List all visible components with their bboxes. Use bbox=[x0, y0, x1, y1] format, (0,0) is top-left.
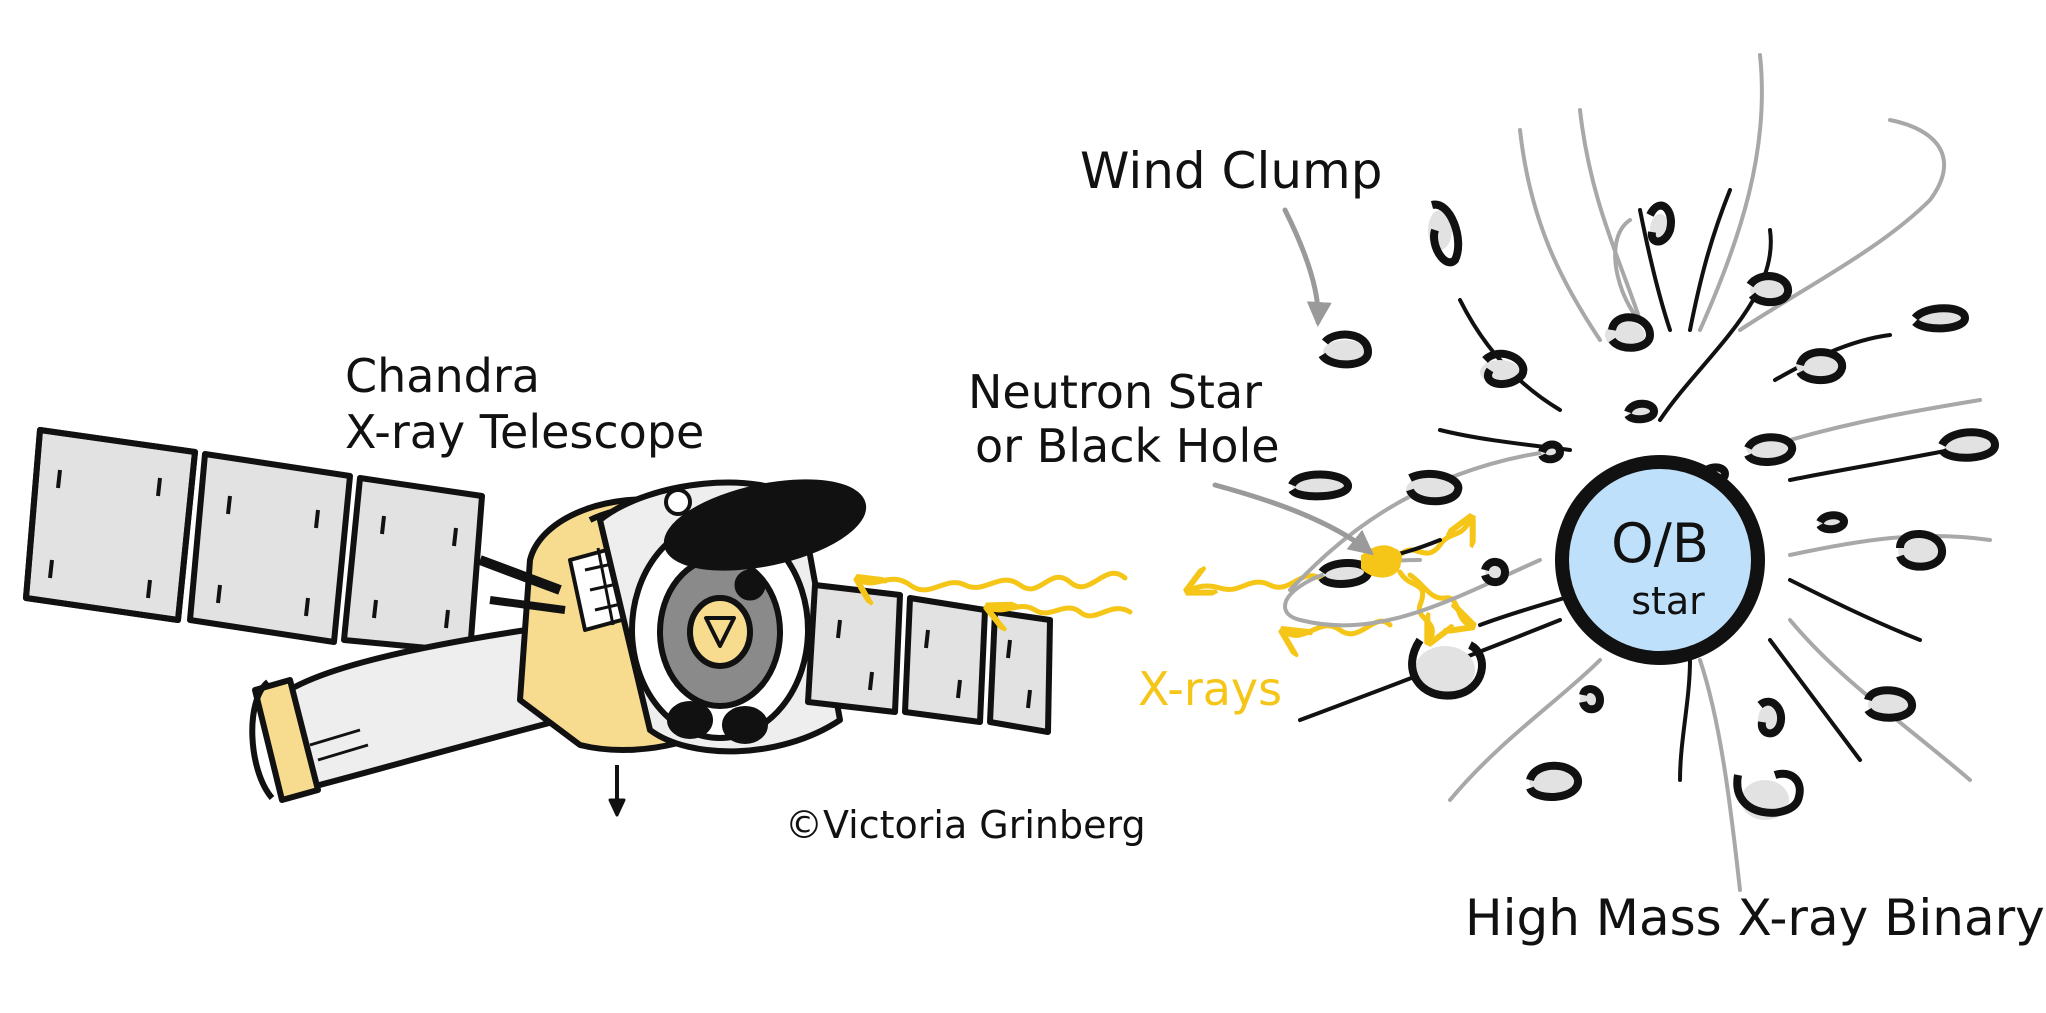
wind-clump bbox=[1579, 685, 1605, 714]
wind-clump bbox=[1480, 349, 1528, 389]
wind-clump bbox=[1526, 761, 1582, 802]
telescope-label-line1: Chandra bbox=[345, 349, 540, 403]
ob-star: O/B star bbox=[1555, 455, 1765, 665]
compact-object-arrow bbox=[1212, 482, 1374, 556]
left-solar-array bbox=[23, 427, 485, 655]
compact-object-label-line1: Neutron Star bbox=[968, 365, 1262, 419]
wind-clump bbox=[1538, 440, 1565, 464]
xray-wave-3 bbox=[990, 606, 1133, 615]
wind-clump bbox=[1428, 200, 1463, 267]
wind-clump bbox=[1646, 201, 1675, 246]
compact-object-label-line2: or Black Hole bbox=[975, 419, 1280, 473]
xray-wave-6 bbox=[1397, 569, 1432, 640]
wind-clump bbox=[1408, 637, 1486, 700]
chandra-telescope bbox=[23, 427, 1053, 817]
wind-clump bbox=[1624, 399, 1658, 424]
wind-clump bbox=[1733, 769, 1804, 820]
system-label: High Mass X-ray Binary bbox=[1465, 889, 2045, 947]
telescope-label-line2: X-ray Telescope bbox=[345, 405, 704, 459]
wind-clump bbox=[1938, 428, 2000, 462]
wind-clump bbox=[1605, 313, 1655, 352]
telescope-tube bbox=[249, 622, 603, 803]
wind-clump bbox=[1896, 530, 1946, 571]
right-solar-array bbox=[805, 582, 1053, 735]
wind-clump bbox=[1746, 272, 1792, 307]
labels: Chandra X-ray Telescope Wind Clump Neutr… bbox=[345, 142, 2045, 947]
wind-clump bbox=[1744, 433, 1796, 466]
wind-clump bbox=[1481, 558, 1510, 587]
wind-clump-label: Wind Clump bbox=[1080, 142, 1383, 200]
xrays-label: X-rays bbox=[1138, 662, 1282, 716]
wind-clump bbox=[1816, 511, 1848, 534]
wind-clump-arrow bbox=[1282, 207, 1332, 327]
star-label-line2: star bbox=[1631, 579, 1705, 623]
xray-wave-1 bbox=[860, 570, 1128, 590]
xray-waves bbox=[860, 520, 1470, 640]
wind-clump bbox=[1911, 304, 1970, 333]
pointer-arrows bbox=[1212, 207, 1374, 556]
wind-clump bbox=[1796, 348, 1846, 385]
star-label-line1: O/B bbox=[1611, 512, 1709, 575]
wind-clump bbox=[1864, 686, 1916, 722]
wind-clumps bbox=[1288, 200, 2000, 820]
wind-clump bbox=[1318, 330, 1373, 369]
antenna-dish bbox=[663, 479, 867, 571]
wind-clump bbox=[1406, 470, 1463, 506]
wind-clump bbox=[1288, 470, 1352, 501]
xray-wave-7 bbox=[1407, 572, 1470, 625]
wind-clump bbox=[1757, 697, 1786, 738]
copyright-credit: ©Victoria Grinberg bbox=[785, 803, 1146, 847]
